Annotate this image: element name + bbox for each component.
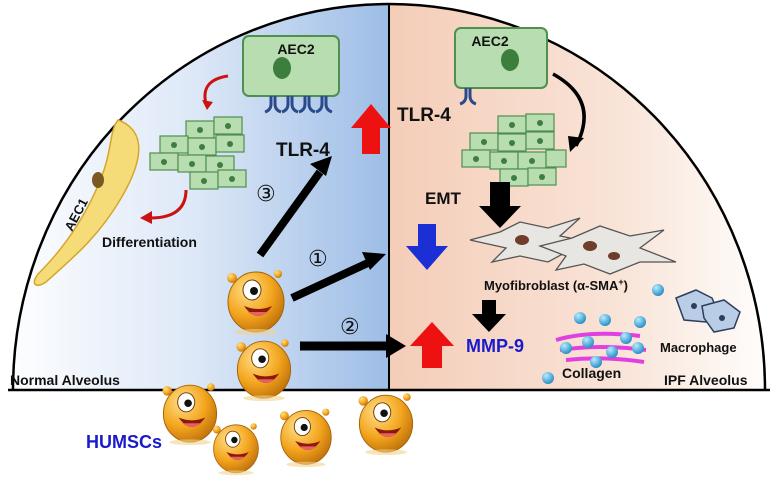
differentiation-label: Differentiation	[102, 234, 197, 250]
pathway-arrow-1-head	[362, 252, 386, 270]
curved-arrow-red-bottom-head	[140, 211, 152, 224]
pathway-marker-2: ②	[340, 314, 360, 339]
aec2-cell-right: AEC2	[454, 27, 548, 89]
humsc-cell	[358, 393, 414, 456]
tlr4-receptors-right	[459, 88, 477, 106]
humscs-label: HUMSCs	[86, 432, 162, 452]
cell-cluster-left	[149, 116, 247, 190]
cell-cluster-left-nuclei	[161, 123, 235, 184]
macrophage-nuclei	[691, 303, 725, 321]
down-arrow-blue	[406, 224, 448, 270]
pathway-arrow-1	[290, 258, 372, 302]
nucleus	[501, 49, 519, 71]
pathway-arrow-2-head	[386, 334, 406, 358]
up-arrow-mmp9	[410, 322, 454, 368]
tlr4-label-right: TLR-4	[397, 105, 451, 126]
pathway-marker-3: ③	[256, 181, 276, 206]
pathway-marker-1: ①	[308, 246, 328, 271]
collagen-beads	[542, 284, 664, 384]
pathway-arrow-3-head	[310, 156, 332, 176]
myofibroblast-nuclei	[515, 235, 620, 260]
humsc-cell	[227, 270, 285, 335]
nucleus	[273, 57, 291, 79]
curved-arrow-black	[552, 72, 586, 147]
emt-down-arrow	[479, 182, 521, 228]
up-arrow-tlr4	[351, 104, 391, 154]
macrophage-label: Macrophage	[660, 340, 737, 355]
humsc-cell	[162, 383, 218, 446]
aec2-cell-left: AEC2	[242, 35, 340, 97]
curved-arrow-red-bottom	[149, 189, 188, 220]
ipf-alveolus-label: IPF Alveolus	[664, 372, 748, 388]
nucleus	[92, 172, 104, 188]
collagen-label: Collagen	[562, 365, 621, 381]
humsc-cell	[212, 423, 259, 476]
myofibroblasts	[469, 217, 677, 275]
down-arrow-mmp9	[472, 300, 506, 332]
normal-alveolus-label: Normal Alveolus	[10, 372, 120, 388]
emt-label: EMT	[425, 189, 462, 208]
tlr4-label-left: TLR-4	[276, 140, 330, 161]
tlr4-receptors-left	[264, 96, 333, 114]
myofibroblast-label: Myofibroblast (α-SMA+)	[484, 277, 628, 293]
humsc-cells	[162, 270, 414, 476]
aec2-label-right: AEC2	[471, 33, 509, 49]
curved-arrow-red-top	[203, 74, 229, 105]
curved-arrow-black-head	[568, 136, 584, 152]
humsc-cell	[236, 339, 292, 402]
curved-arrow-red-top-head	[202, 100, 213, 110]
cell-cluster-right-nuclei	[473, 120, 545, 181]
myofibroblast-cell	[537, 225, 677, 275]
aec2-label-left: AEC2	[277, 41, 315, 57]
pathway-arrow-3	[256, 169, 324, 258]
humsc-cell	[279, 408, 332, 468]
mmp9-label: MMP-9	[466, 336, 524, 356]
